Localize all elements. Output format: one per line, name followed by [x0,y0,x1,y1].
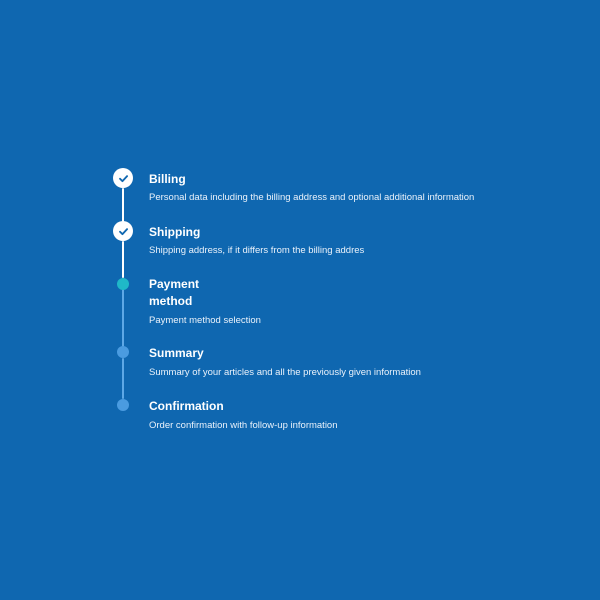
connector-line-shipping-payment [122,241,124,278]
step-title-confirmation[interactable]: Confirmation [149,399,224,413]
step-title-shipping[interactable]: Shipping [149,225,201,239]
step-description-payment-method: Payment method selection [149,315,261,326]
step-title-summary[interactable]: Summary [149,346,204,360]
check-icon [118,227,128,235]
connector-line-payment-summary [122,289,124,347]
check-icon [118,174,128,182]
step-node-billing[interactable] [113,168,133,188]
step-title-billing[interactable]: Billing [149,172,186,186]
step-node-shipping[interactable] [113,221,133,241]
step-title-payment-method[interactable]: Payment method [149,277,200,308]
step-description-confirmation: Order confirmation with follow-up inform… [149,420,338,431]
step-description-shipping: Shipping address, if it differs from the… [149,245,365,256]
step-node-payment-method[interactable] [117,278,129,290]
step-description-billing: Personal data including the billing addr… [149,192,475,203]
connector-line-billing-shipping [122,188,124,222]
step-node-confirmation[interactable] [117,399,129,411]
connector-line-summary-confirmation [122,358,124,399]
step-node-summary[interactable] [117,346,129,358]
step-description-summary: Summary of your articles and all the pre… [149,367,421,378]
